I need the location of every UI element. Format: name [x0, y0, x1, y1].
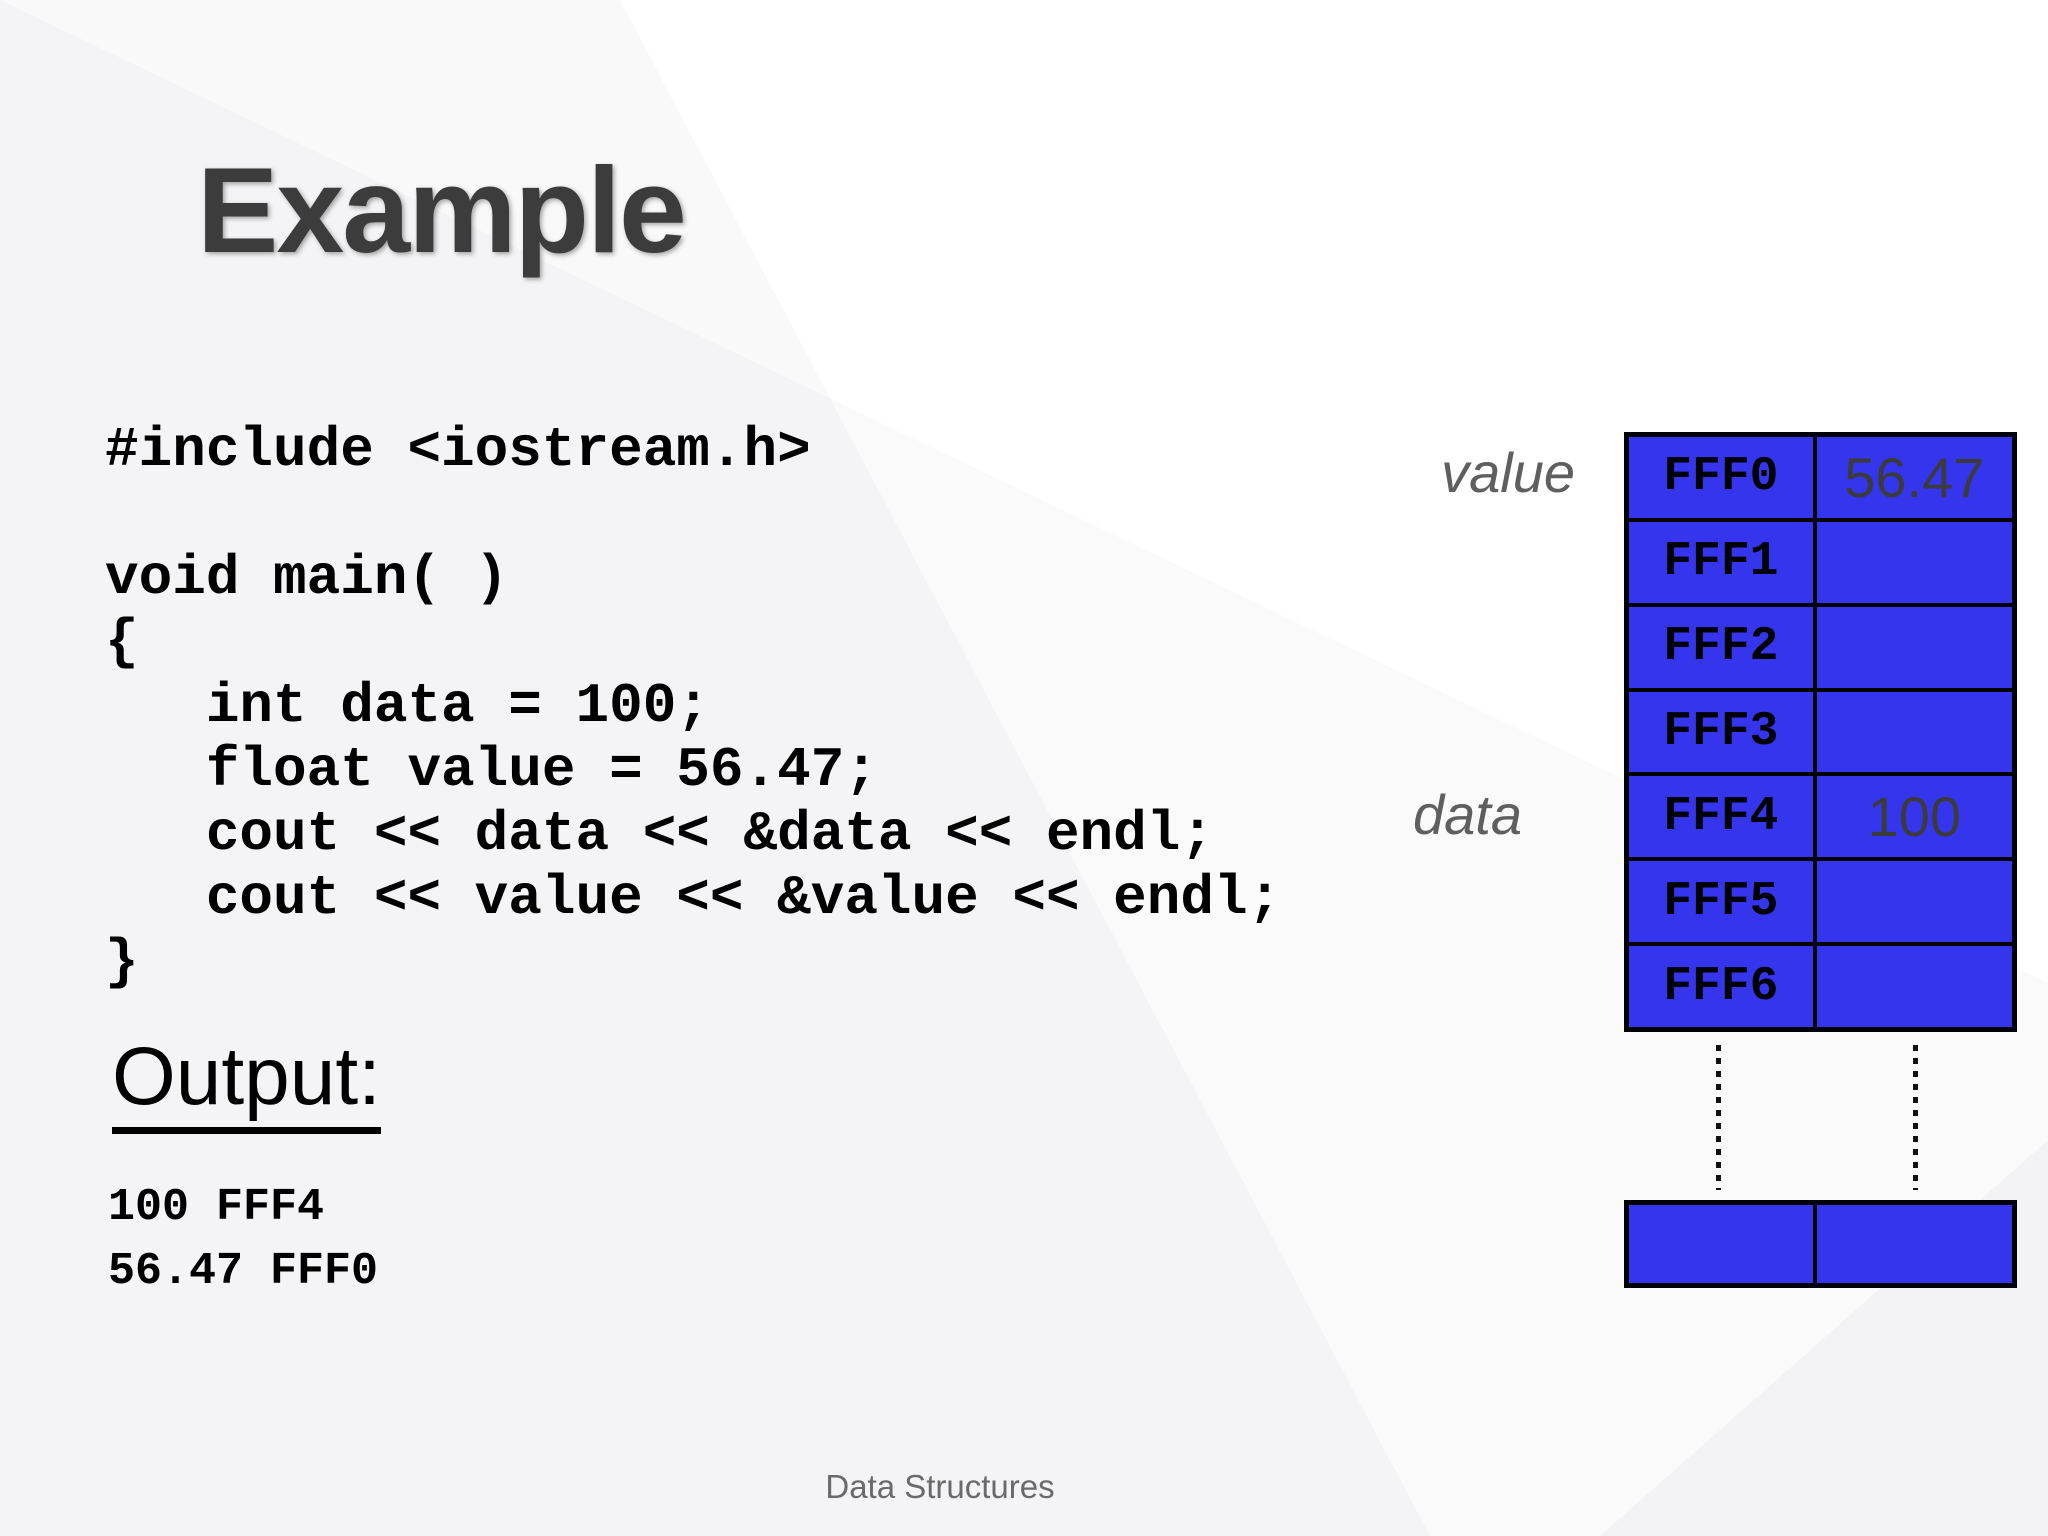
memory-address-cell: FFF3 — [1627, 689, 1815, 775]
code-block: #include <iostream.h> void main( ) { int… — [105, 418, 1282, 994]
program-output: 100 FFF4 56.47 FFF0 — [108, 1182, 379, 1297]
memory-address-cell: FFF2 — [1627, 604, 1815, 690]
memory-value-cell — [1814, 859, 2014, 945]
memory-value-cell — [1814, 519, 2014, 605]
output-heading: Output: — [112, 1030, 381, 1134]
memory-address: FFF5 — [1663, 874, 1779, 929]
slide-title: Example — [197, 142, 687, 278]
memory-address-cell: FFF5 — [1627, 859, 1815, 945]
memory-address-cell: FFF0 — [1627, 435, 1815, 520]
memory-address-cell — [1627, 1203, 1815, 1285]
memory-continuation-dotted-line-left — [1716, 1045, 1721, 1190]
memory-address: FFF1 — [1663, 535, 1779, 590]
footer-text: Data Structures — [825, 1468, 1055, 1505]
memory-value-cell — [1814, 1203, 2014, 1285]
memory-address: FFF2 — [1663, 620, 1779, 675]
memory-address-cell: FFF6 — [1627, 944, 1815, 1029]
memory-value: 56.47 — [1844, 445, 1985, 509]
memory-value: 100 — [1867, 785, 1962, 849]
memory-address: FFF6 — [1663, 959, 1779, 1014]
pointer-label-data: data — [1413, 783, 1522, 846]
memory-value-cell — [1814, 604, 2014, 690]
memory-address: FFF4 — [1663, 789, 1779, 844]
pointer-label-value: value — [1441, 441, 1575, 504]
memory-value-cell — [1814, 944, 2014, 1029]
memory-value-cell: 100 — [1814, 774, 2014, 860]
memory-table-continuation-row — [1624, 1200, 2017, 1288]
memory-address-cell: FFF1 — [1627, 519, 1815, 605]
memory-address: FFF0 — [1663, 450, 1779, 505]
memory-address-cell: FFF4 — [1627, 774, 1815, 860]
memory-address: FFF3 — [1663, 704, 1779, 759]
memory-value-cell: 56.47 — [1814, 435, 2014, 520]
memory-continuation-dotted-line-right — [1913, 1045, 1918, 1190]
memory-value-cell — [1814, 689, 2014, 775]
